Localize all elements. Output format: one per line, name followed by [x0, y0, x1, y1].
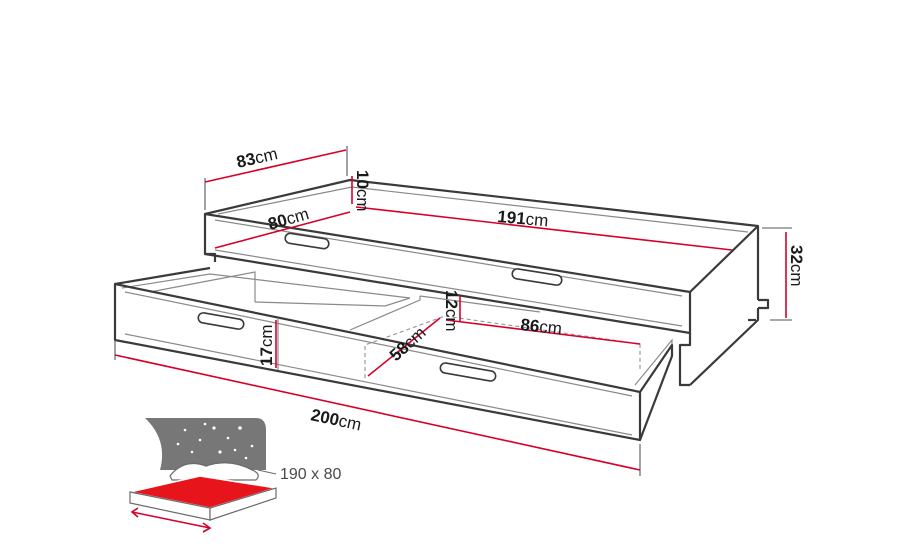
- drawer-divider-top: [349, 296, 421, 331]
- moon-crescent-icon: [145, 418, 163, 470]
- right-drawer-side: [634, 338, 673, 386]
- label-86: 86cm: [520, 315, 563, 338]
- pillow-icon: [169, 462, 259, 481]
- upper-bed-frame: [203, 178, 770, 387]
- label-32: 32cm: [787, 245, 806, 287]
- drawer-left-top-edge: [114, 266, 211, 286]
- dim-line-200: [114, 354, 641, 471]
- drawer-handle-right: [439, 362, 497, 382]
- left-drawer-inner-floor: [254, 297, 411, 307]
- mattress-dim-arrow: [131, 511, 211, 529]
- label-83: 83cm: [235, 144, 280, 172]
- dim-line-80: [214, 211, 351, 249]
- upper-frame-back-edge: [204, 178, 760, 300]
- dimension-lines: [114, 146, 792, 476]
- drawer-panel-inner-top: [124, 291, 633, 397]
- label-17: 17cm: [257, 324, 276, 366]
- dim-line-191: [355, 206, 733, 251]
- mattress-arrowhead-left: [130, 507, 139, 518]
- mattress-leader-line: [257, 469, 277, 475]
- pull-out-drawer-unit: [113, 266, 674, 442]
- mattress-arrowhead-right: [202, 522, 212, 533]
- drawer-front-panel: [113, 282, 642, 442]
- night-sky-icon: [145, 418, 266, 470]
- drawer-handle-left: [197, 312, 245, 330]
- stars-icon: [176, 422, 254, 460]
- drawer-right-end: [638, 343, 674, 441]
- left-drawer-inner-back: [149, 271, 256, 302]
- upper-handle-left: [284, 232, 330, 250]
- drawer-panel-inner-bottom: [124, 333, 633, 436]
- upper-frame-right-top: [689, 225, 759, 293]
- drawer-back-rim: [121, 273, 411, 299]
- upper-panel-inner-line-top: [214, 219, 683, 297]
- upper-panel-inner-line-bottom: [214, 249, 683, 327]
- label-200: 200cm: [309, 405, 363, 434]
- upper-frame-foot: [758, 298, 770, 310]
- drawer-divider-rim: [419, 295, 541, 313]
- dim-line-83: [204, 149, 347, 183]
- dim-line-86: [445, 319, 641, 345]
- label-10: 10cm: [353, 170, 372, 212]
- label-12: 12cm: [442, 290, 461, 332]
- base-leg-front: [678, 333, 692, 387]
- upper-left-support: [205, 252, 217, 262]
- upper-handle-right: [511, 268, 563, 286]
- base-right-edge: [689, 308, 760, 386]
- mattress-with-night-sky-icon: [129, 418, 277, 533]
- mattress-right-side-icon: [209, 487, 277, 521]
- label-191: 191cm: [497, 207, 550, 230]
- dim-line-58: [367, 317, 441, 377]
- mattress-size-label: 190 x 80: [280, 466, 341, 483]
- right-drawer-inner-dashed: [364, 315, 641, 378]
